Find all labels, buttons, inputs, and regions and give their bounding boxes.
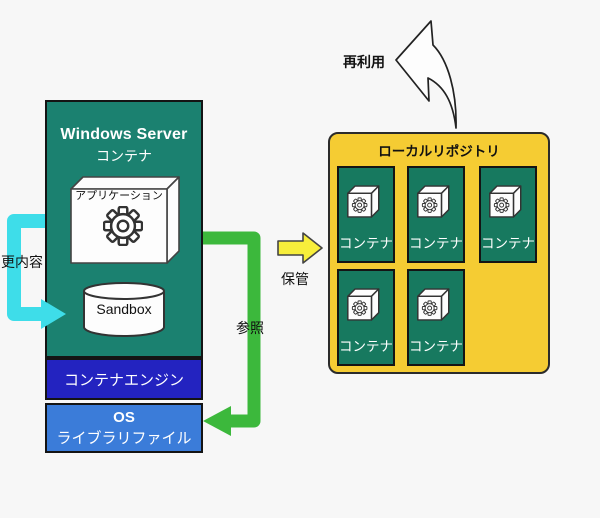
container-tile: コンテナ [337,269,395,366]
store-arrow-icon [277,232,323,264]
container-cube-icon [417,185,450,218]
sandbox-cylinder-icon [83,282,165,337]
container-cube-icon [347,185,380,218]
container-tile-label: コンテナ [409,339,463,354]
local-repository-box: ローカルリポジトリ コンテナ コンテナ [328,132,550,374]
container-tile: コンテナ [479,166,537,263]
container-cube-icon [489,185,522,218]
container-tile-label: コンテナ [339,339,393,354]
sandbox-label: Sandbox [96,301,152,317]
container-cube-icon [347,288,380,321]
server-title: Windows Server [60,126,188,143]
gear-icon [103,206,143,246]
container-tile-label: コンテナ [409,236,463,251]
container-tile: コンテナ [337,166,395,263]
store-label: 保管 [281,271,309,287]
container-engine-bar: コンテナエンジン [45,358,203,400]
os-library-bar: OS ライブラリファイル [45,403,203,453]
container-engine-label: コンテナエンジン [63,371,184,389]
server-subtitle: コンテナ [96,148,152,164]
container-tile: コンテナ [407,269,465,366]
reuse-label: 再利用 [343,54,385,70]
repository-title: ローカルリポジトリ [378,144,500,159]
library-files-label: ライブラリファイル [56,430,192,447]
application-label: アプリケーション [75,190,163,202]
container-cube-icon [417,288,450,321]
container-tile-label: コンテナ [339,236,393,251]
reference-label: 参照 [236,320,264,336]
reuse-arrow-icon [395,20,457,129]
os-label: OS [113,409,135,426]
container-tile-label: コンテナ [481,236,535,251]
update-label: 更内容 [1,254,43,270]
container-tile: コンテナ [407,166,465,263]
